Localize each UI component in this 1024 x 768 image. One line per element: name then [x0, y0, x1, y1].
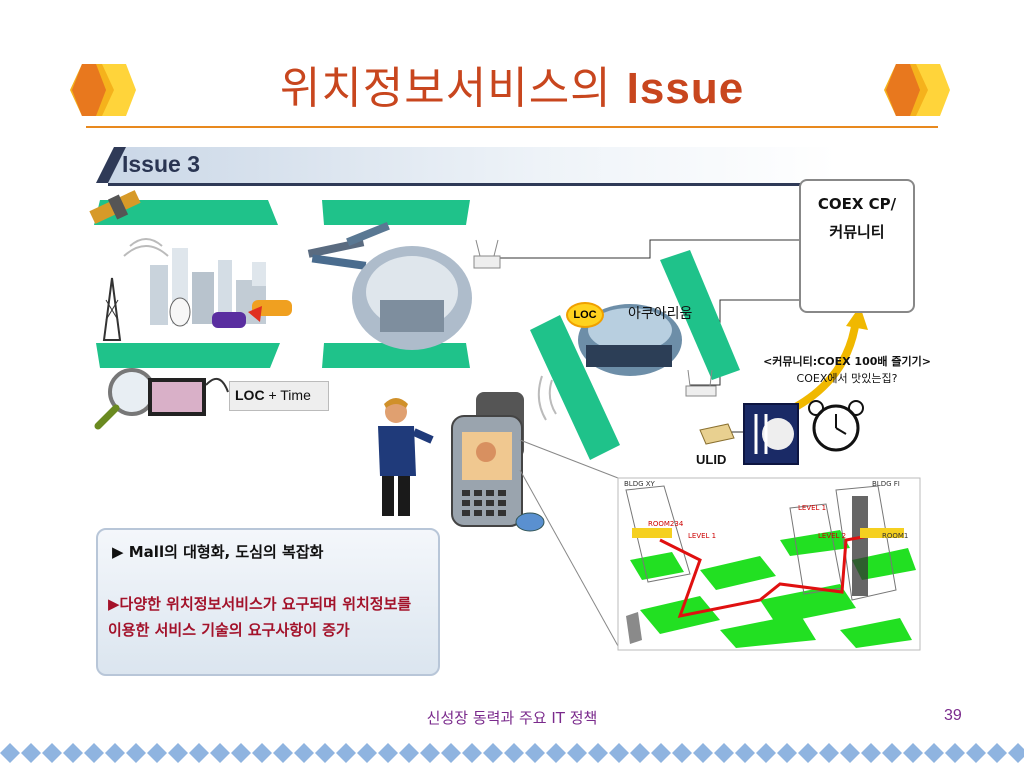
diamond-icon — [189, 743, 209, 763]
diamond-icon — [105, 743, 125, 763]
diamond-icon — [672, 743, 692, 763]
diamond-icon — [966, 743, 986, 763]
access-point-icon — [685, 369, 717, 397]
loc-time-box — [229, 381, 329, 411]
restaurant-icon — [743, 403, 799, 465]
info-line-1: ▶ Mall의 대형화, 도심의 복잡화 — [112, 543, 324, 561]
title-rule — [86, 126, 938, 128]
title-english: Issue — [626, 64, 745, 113]
diamond-strip — [0, 743, 1024, 763]
slide-title: 위치정보서비스의 Issue — [0, 52, 1024, 116]
footer-text: 신성장 동력과 주요 IT 정책 — [426, 709, 598, 727]
loc-time-label: LOC + Time — [235, 387, 311, 403]
ulid-tag-icon — [699, 423, 735, 445]
diamond-icon — [21, 743, 41, 763]
satellite-icon — [89, 190, 141, 224]
person-icon — [378, 398, 434, 516]
coex-box — [799, 179, 915, 313]
diamond-icon — [567, 743, 587, 763]
diamond-icon — [126, 743, 146, 763]
diamond-icon — [651, 743, 671, 763]
magnifier-icon — [94, 368, 229, 430]
diamond-icon — [315, 743, 335, 763]
alarm-clock-icon — [808, 400, 864, 452]
mall-photo — [307, 222, 501, 350]
diamond-icon — [420, 743, 440, 763]
diamond-icon — [945, 743, 965, 763]
indoor-map — [617, 477, 921, 651]
map-label: BLDG FI — [872, 480, 900, 488]
left-gem-icon — [70, 64, 136, 116]
diamond-icon — [609, 743, 629, 763]
diamond-icon — [504, 743, 524, 763]
diamond-icon — [756, 743, 776, 763]
diamond-icon — [273, 743, 293, 763]
map-label: ROOM234 — [648, 520, 684, 528]
ulid-label: ULID — [696, 452, 727, 467]
diamond-icon — [42, 743, 62, 763]
diamond-icon — [777, 743, 797, 763]
diamond-icon — [210, 743, 230, 763]
issue-banner — [96, 147, 836, 186]
diamond-icon — [378, 743, 398, 763]
diamond-icon — [903, 743, 923, 763]
map-label: ROOM1 — [882, 532, 909, 540]
diamond-icon — [336, 743, 356, 763]
city-tower-icon — [102, 248, 292, 341]
diamond-icon — [462, 743, 482, 763]
diamond-icon — [0, 743, 20, 763]
diamond-icon — [63, 743, 83, 763]
diamond-icon — [1008, 743, 1024, 763]
diamond-icon — [861, 743, 881, 763]
map-label: LEVEL 2 — [818, 532, 847, 540]
loc-badge: LOC — [566, 302, 604, 328]
diamond-icon — [441, 743, 461, 763]
right-gem-icon — [884, 64, 950, 116]
diamond-icon — [987, 743, 1007, 763]
map-label: LEVEL 1 — [798, 504, 827, 512]
title-korean: 위치정보서비스의 — [279, 63, 612, 114]
diamond-icon — [819, 743, 839, 763]
diamond-icon — [798, 743, 818, 763]
coex-label: COEX CP/커뮤니티 — [817, 195, 897, 241]
info-line-2: ▶다양한 위치정보서비스가 요구되며 위치정보를 이용한 서비스 기술의 요구사… — [108, 595, 412, 639]
aquarium-label: 아쿠아리움 — [628, 306, 693, 322]
pda-phone-icon — [451, 392, 545, 532]
section-label: Issue 3 — [122, 151, 200, 177]
diamond-icon — [630, 743, 650, 763]
diamond-icon — [84, 743, 104, 763]
diamond-icon — [525, 743, 545, 763]
diamond-icon — [357, 743, 377, 763]
diamond-icon — [147, 743, 167, 763]
diamond-icon — [735, 743, 755, 763]
page-number: 39 — [944, 707, 962, 724]
diamond-icon — [714, 743, 734, 763]
diamond-icon — [924, 743, 944, 763]
aquarium-photo — [578, 304, 682, 376]
info-box — [96, 528, 440, 676]
diamond-icon — [882, 743, 902, 763]
diamond-icon — [231, 743, 251, 763]
community-label: <커뮤니티:COEX 100배 즐기기>COEX에서 맛있는집? — [763, 355, 931, 385]
diamond-icon — [693, 743, 713, 763]
map-label: LEVEL 1 — [688, 532, 717, 540]
diamond-icon — [168, 743, 188, 763]
diamond-icon — [840, 743, 860, 763]
diamond-icon — [294, 743, 314, 763]
diamond-icon — [399, 743, 419, 763]
diamond-icon — [483, 743, 503, 763]
diamond-icon — [252, 743, 272, 763]
diamond-icon — [546, 743, 566, 763]
map-label: BLDG XY — [624, 480, 655, 488]
diamond-icon — [588, 743, 608, 763]
